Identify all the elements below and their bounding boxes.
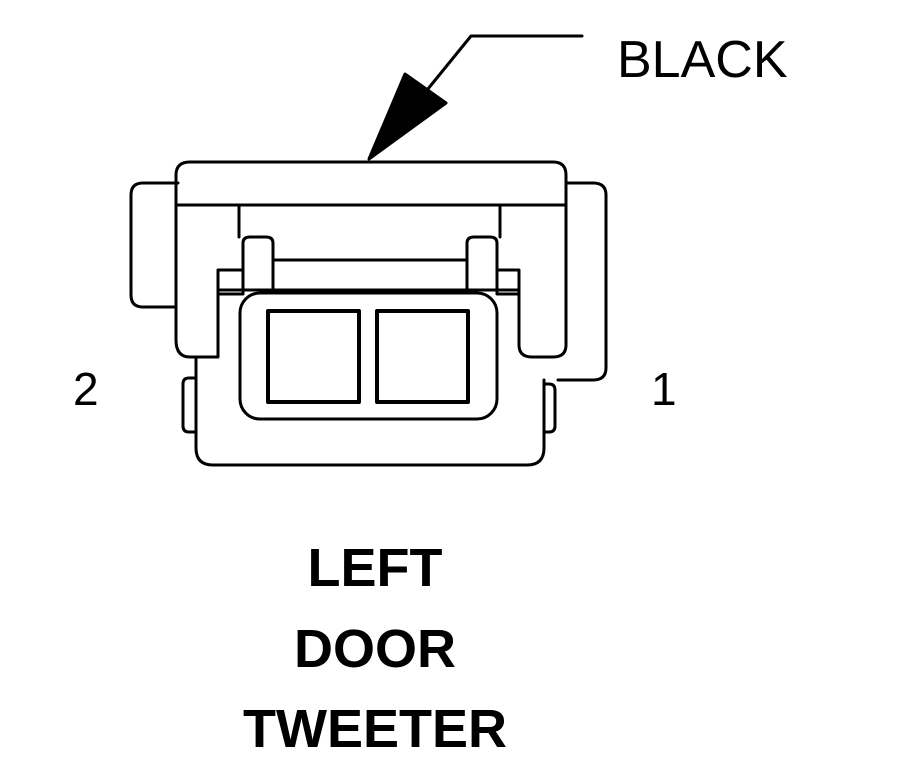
cavity-pin-2 [266,309,361,404]
left-outer-tab [129,181,180,309]
right-lower-ear [542,382,557,434]
right-outer-tab [556,181,608,382]
cavity-face [238,291,499,421]
right-latch-post [465,235,499,292]
housing-top [174,160,568,359]
pin-1-label: 1 [651,363,677,415]
lower-body [194,355,546,467]
cavity-pin-1 [375,309,470,404]
arrow-head [367,72,448,161]
left-lock-step [216,268,245,296]
pin-2-label: 2 [73,363,99,415]
connector-name-line-2: DOOR [294,619,456,679]
left-latch-post [241,235,275,292]
connector-name-line-3: TWEETER [243,699,507,759]
connector-color-label: BLACK [617,31,788,89]
connector-name-line-1: LEFT [307,538,443,598]
housing-left-wall [174,293,220,359]
right-lock-step [495,268,521,296]
leader-line [408,34,584,113]
left-lower-ear [181,376,198,434]
